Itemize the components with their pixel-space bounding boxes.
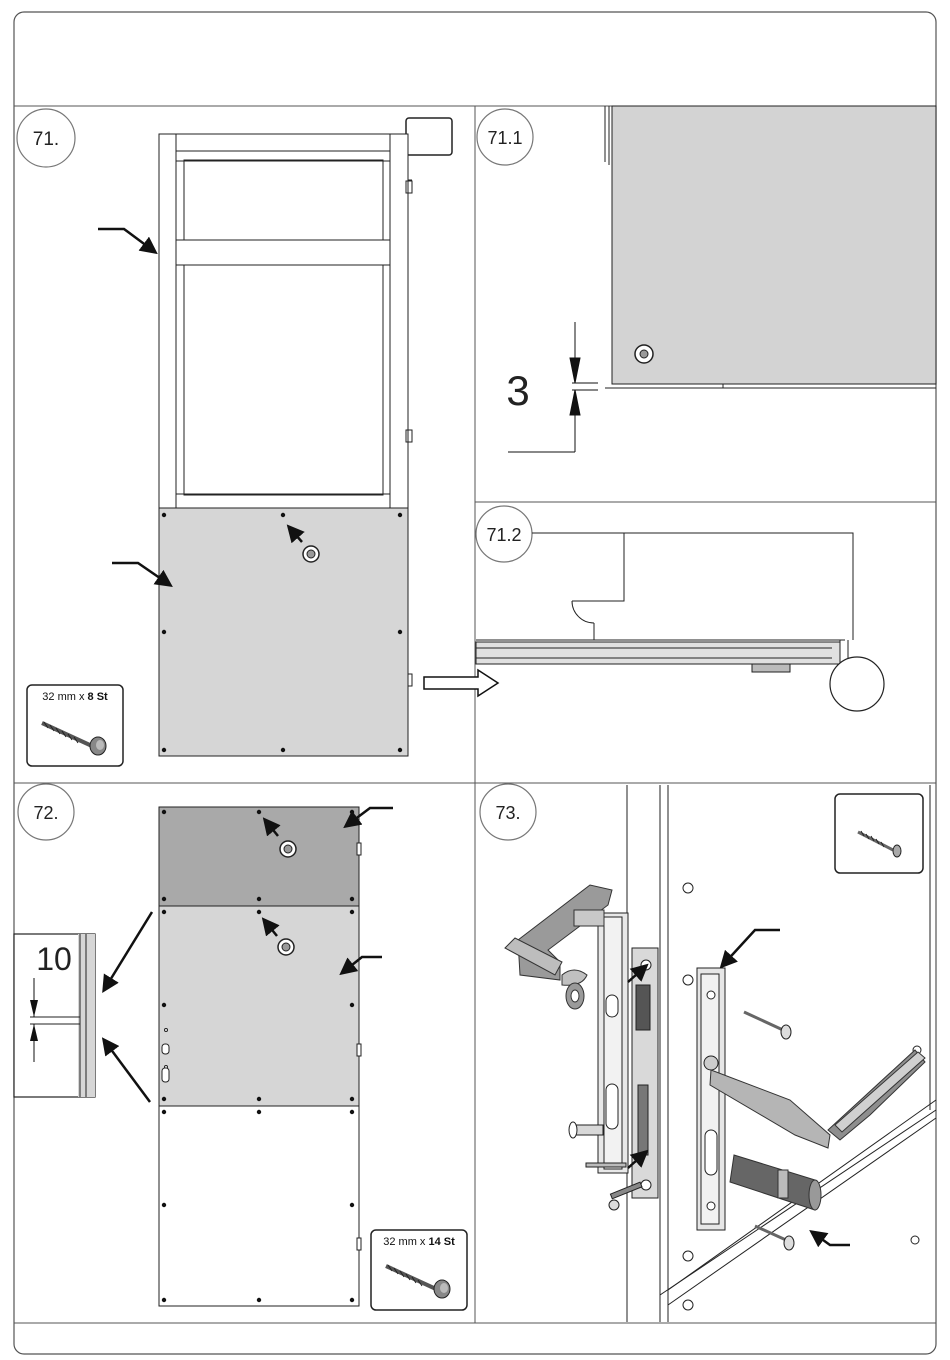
pointer-cylinder-screw [812,1232,850,1245]
middle-panel [159,906,359,1106]
blank-box [406,118,452,155]
step-71-1-label: 71.1 [487,128,522,148]
screw-size-72: 32 mm x [383,1236,428,1248]
svg-text:32 mm x 8 St: 32 mm x 8 St [42,691,108,703]
screw-box-72: 32 mm x 14 St [371,1230,467,1310]
detail-panel [612,106,936,384]
bottom-panel [159,508,408,756]
svg-text:32 mm x 14 St: 32 mm x 14 St [383,1236,455,1248]
wood-screw-box [835,794,923,873]
gap-detail-value: 10 [36,941,72,977]
gap-dimension-value: 3 [506,367,529,414]
screw-head-icon [303,546,319,562]
step-72: 72. [14,784,467,1310]
screw-count-71: 8 St [88,691,109,703]
step-71-label: 71. [33,129,59,150]
pointer-frame [98,229,155,252]
euro-cylinder [730,1155,821,1210]
step-71-2-label: 71.2 [486,525,521,545]
inner-door-handle [505,885,612,1009]
screw-size-71: 32 mm x [42,691,87,703]
next-step-arrow [424,670,498,696]
step-72-label: 72. [33,803,58,823]
pointer-escutcheon [722,930,780,966]
top-panel [159,807,359,906]
outer-escutcheon [697,968,725,1230]
step-73-label: 73. [495,803,520,823]
outer-door-handle [710,1050,925,1148]
detail-magnifier-circle [830,657,884,711]
step-71: 71. [17,109,498,766]
step-73: 73. [480,784,936,1322]
gap-detail-box: 10 [14,934,95,1097]
lower-panel [159,1106,359,1306]
screw-box-71: 32 mm x 8 St [27,685,123,766]
step-71-1: 71.1 3 [477,106,936,452]
pointer-detail-lower [104,1040,150,1102]
step-71-2: 71.2 [476,506,884,711]
screw-head-icon [635,345,653,363]
bottom-profile-detail [476,533,853,672]
pointer-detail-upper [104,912,152,990]
screw-count-72: 14 St [428,1236,455,1248]
outer-screws [744,1012,794,1250]
